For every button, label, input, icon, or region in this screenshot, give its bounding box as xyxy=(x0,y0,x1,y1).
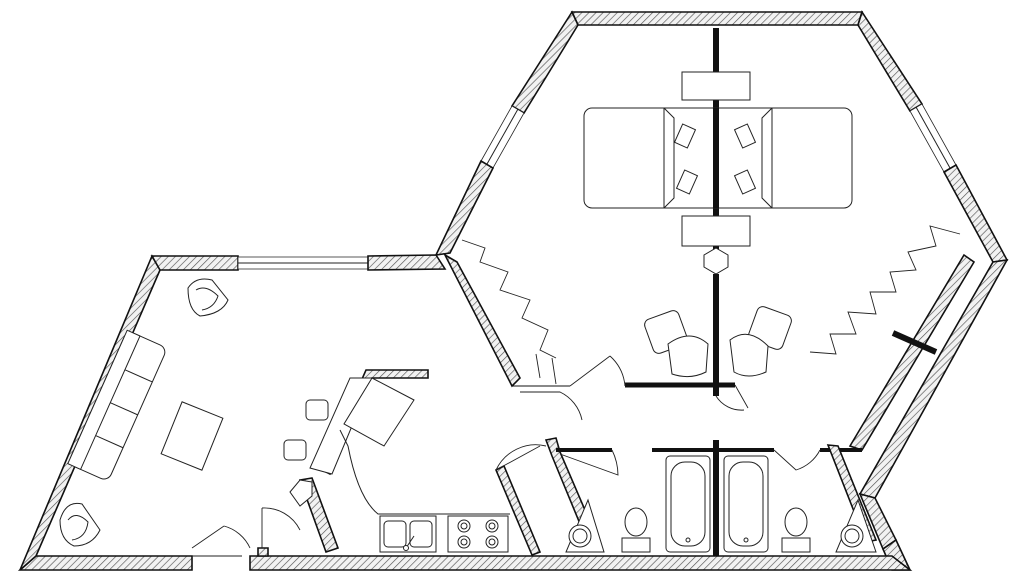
armchair-top xyxy=(187,278,229,317)
bar-stool xyxy=(283,439,307,461)
toilet xyxy=(621,507,651,553)
wall-hex-upper-right-a xyxy=(857,10,924,113)
pillow xyxy=(675,169,699,195)
closet-doors-right xyxy=(809,225,961,355)
doors xyxy=(191,225,961,557)
pillow xyxy=(733,169,757,195)
entry-door-swing xyxy=(191,525,251,549)
closet-doors-left xyxy=(461,239,557,359)
sink xyxy=(565,498,605,553)
interior-walls xyxy=(257,28,976,557)
kitchen-island-end xyxy=(343,377,415,447)
outer-walls xyxy=(17,10,1009,571)
bathrooms xyxy=(565,455,877,553)
bedroom-left-door-swing xyxy=(569,355,626,387)
coffee-table xyxy=(160,401,224,471)
sofa-back xyxy=(67,329,141,471)
bath-left-door-swing xyxy=(559,449,619,476)
bar-stool xyxy=(305,399,329,421)
nightstand xyxy=(681,71,751,101)
countertop-edge xyxy=(339,429,510,515)
armchair-bottom xyxy=(59,502,101,547)
toilet xyxy=(781,507,811,553)
wall-hex-upper-left-a xyxy=(510,10,579,115)
wall-hex-upper-left-b xyxy=(434,159,495,257)
wall-hex-lower-left xyxy=(443,252,521,388)
pillow xyxy=(733,123,757,149)
closet-door-left-edge xyxy=(535,353,557,385)
pillow xyxy=(673,123,697,149)
bar-counter xyxy=(309,377,373,475)
bed-fold-right xyxy=(761,107,773,209)
bed-fold-left xyxy=(663,107,675,209)
hall-door-swing xyxy=(520,391,583,421)
wall-hex-lower-right xyxy=(858,258,1009,499)
wall-living-top-a xyxy=(150,255,239,271)
cooktop xyxy=(447,515,509,553)
bedroom-right-door-swing xyxy=(715,384,749,411)
window-pane-line xyxy=(915,106,951,169)
armchair-bedroom-right xyxy=(729,306,792,377)
window-pane-line xyxy=(486,108,519,165)
wall-hex-top xyxy=(570,11,864,26)
armchair-bedroom-left xyxy=(644,310,709,378)
bedrooms xyxy=(583,71,853,378)
wall-hex-upper-right-b xyxy=(942,163,1009,263)
sink xyxy=(835,498,877,553)
hall-left-door-swing xyxy=(495,444,547,471)
sofa xyxy=(67,329,166,480)
wall-bottom-left xyxy=(17,555,193,571)
wall-stub-right xyxy=(891,330,938,355)
column-octagon xyxy=(289,479,313,507)
column-hexagon xyxy=(703,247,729,275)
pantry-door-swing xyxy=(261,507,301,548)
nightstand xyxy=(681,215,751,247)
wall-bottom-right xyxy=(249,555,913,571)
kitchen xyxy=(339,377,510,553)
living-room xyxy=(59,278,373,547)
bath-right-door-swing xyxy=(773,449,821,471)
wall-living-top-b xyxy=(367,254,447,271)
wall-kitchen-stub xyxy=(257,547,269,557)
